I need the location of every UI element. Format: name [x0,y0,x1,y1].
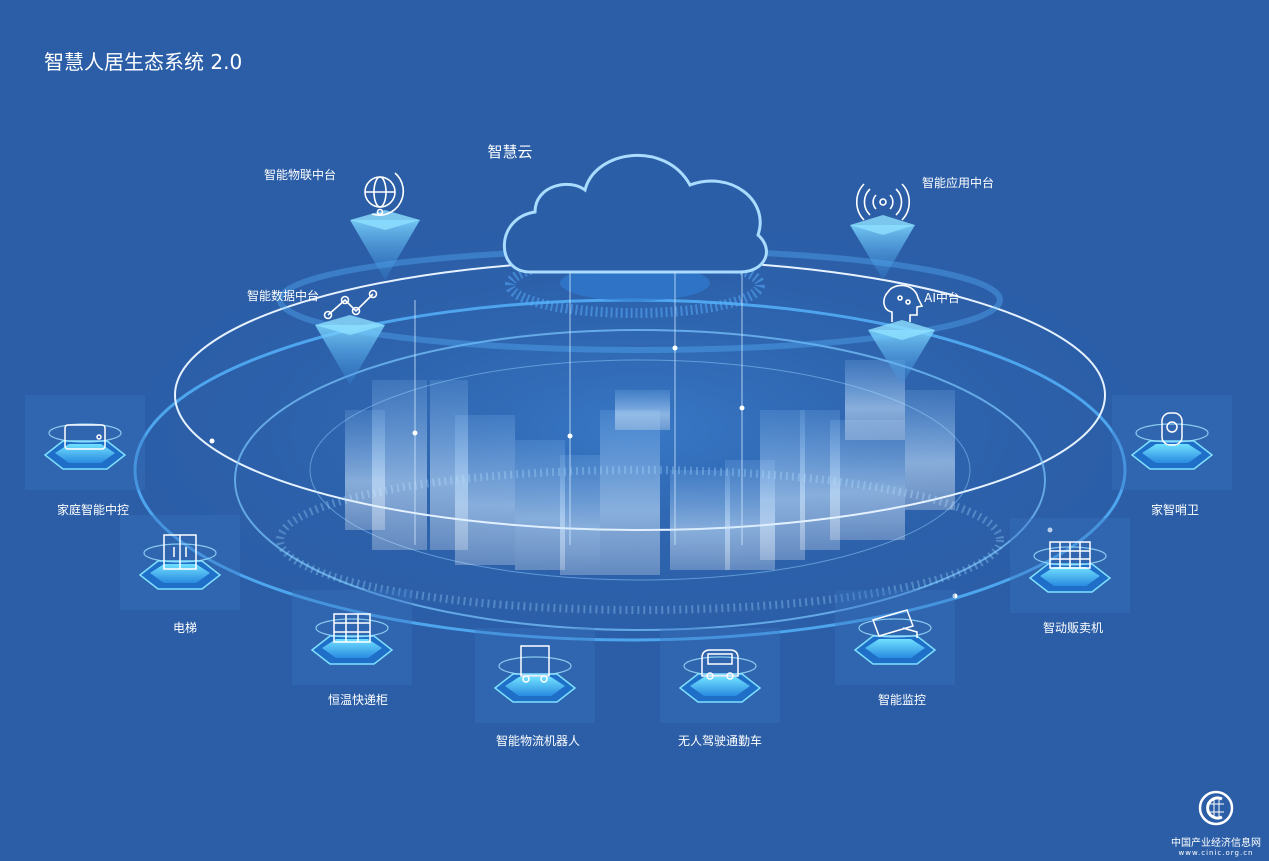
cloud-base [560,265,710,301]
device-node [835,590,955,685]
orbit-ring [48,423,122,443]
watermark-url: www.cinic.org.cn [1178,849,1254,857]
device-node [475,628,595,723]
orbit-ring [683,656,757,676]
device-label: 恒温快递柜 [327,693,389,707]
device-label: 智能物流机器人 [495,734,581,748]
watermark-name: 中国产业经济信息网 [1171,838,1261,849]
platform-label-iot: 智能物联中台 [263,168,337,182]
orbit-ring [1135,423,1209,443]
vending-machine-icon [1049,541,1091,569]
device-label: 无人驾驶通勤车 [677,734,763,748]
orbit-ring [315,618,389,638]
signal-broadcast-icon [855,183,911,221]
hex-platform-top [690,677,750,696]
cinic-logo-icon [1198,790,1234,826]
device-node [120,515,240,610]
cloud-icon [502,153,768,274]
hex-platform-top [865,639,925,658]
platform-label-data: 智能数据中台 [246,289,320,303]
hex-platform-top [505,677,565,696]
page-title: 智慧人居生态系统 2.0 [44,50,243,74]
device-node [660,628,780,723]
device-node [1112,395,1232,490]
tablet-icon [64,424,106,450]
orbit-ring [498,656,572,676]
camera-icon [872,609,918,638]
device-label: 家庭智能中控 [56,503,130,517]
tick-ring [276,466,1004,614]
orbit-ring [858,618,932,638]
watermark: 中国产业经济信息网 www.cinic.org.cn [1168,790,1264,857]
shuttle-car-icon [701,649,739,680]
locker-icon [333,613,371,643]
platform-label-ai: AI中台 [924,291,960,305]
city-buildings [345,360,955,575]
robot-cart-icon [520,645,550,683]
device-node [1010,518,1130,613]
elevator-icon [163,534,197,570]
device-node [25,395,145,490]
inner-ring [234,329,1046,631]
platform-label-app: 智能应用中台 [921,176,995,190]
hex-platform-top [322,639,382,658]
device-label: 智能监控 [877,693,927,707]
device-label: 家智哨卫 [1150,503,1200,517]
cloud-base-ring [505,252,765,318]
glow-dots [209,345,1053,599]
device-label: 智动贩卖机 [1042,621,1104,635]
platform-cones [315,210,935,385]
device-node [292,590,412,685]
globe-icon [364,172,405,216]
line-chart-icon [323,289,378,320]
cloud-label: 智慧云 [487,143,533,161]
device-label: 电梯 [172,621,198,635]
doorbell-icon [1161,412,1183,446]
ai-head-icon [883,284,924,322]
core-ring [309,359,971,581]
hex-platform-top [1142,444,1202,463]
hex-platform-top [1040,567,1100,586]
